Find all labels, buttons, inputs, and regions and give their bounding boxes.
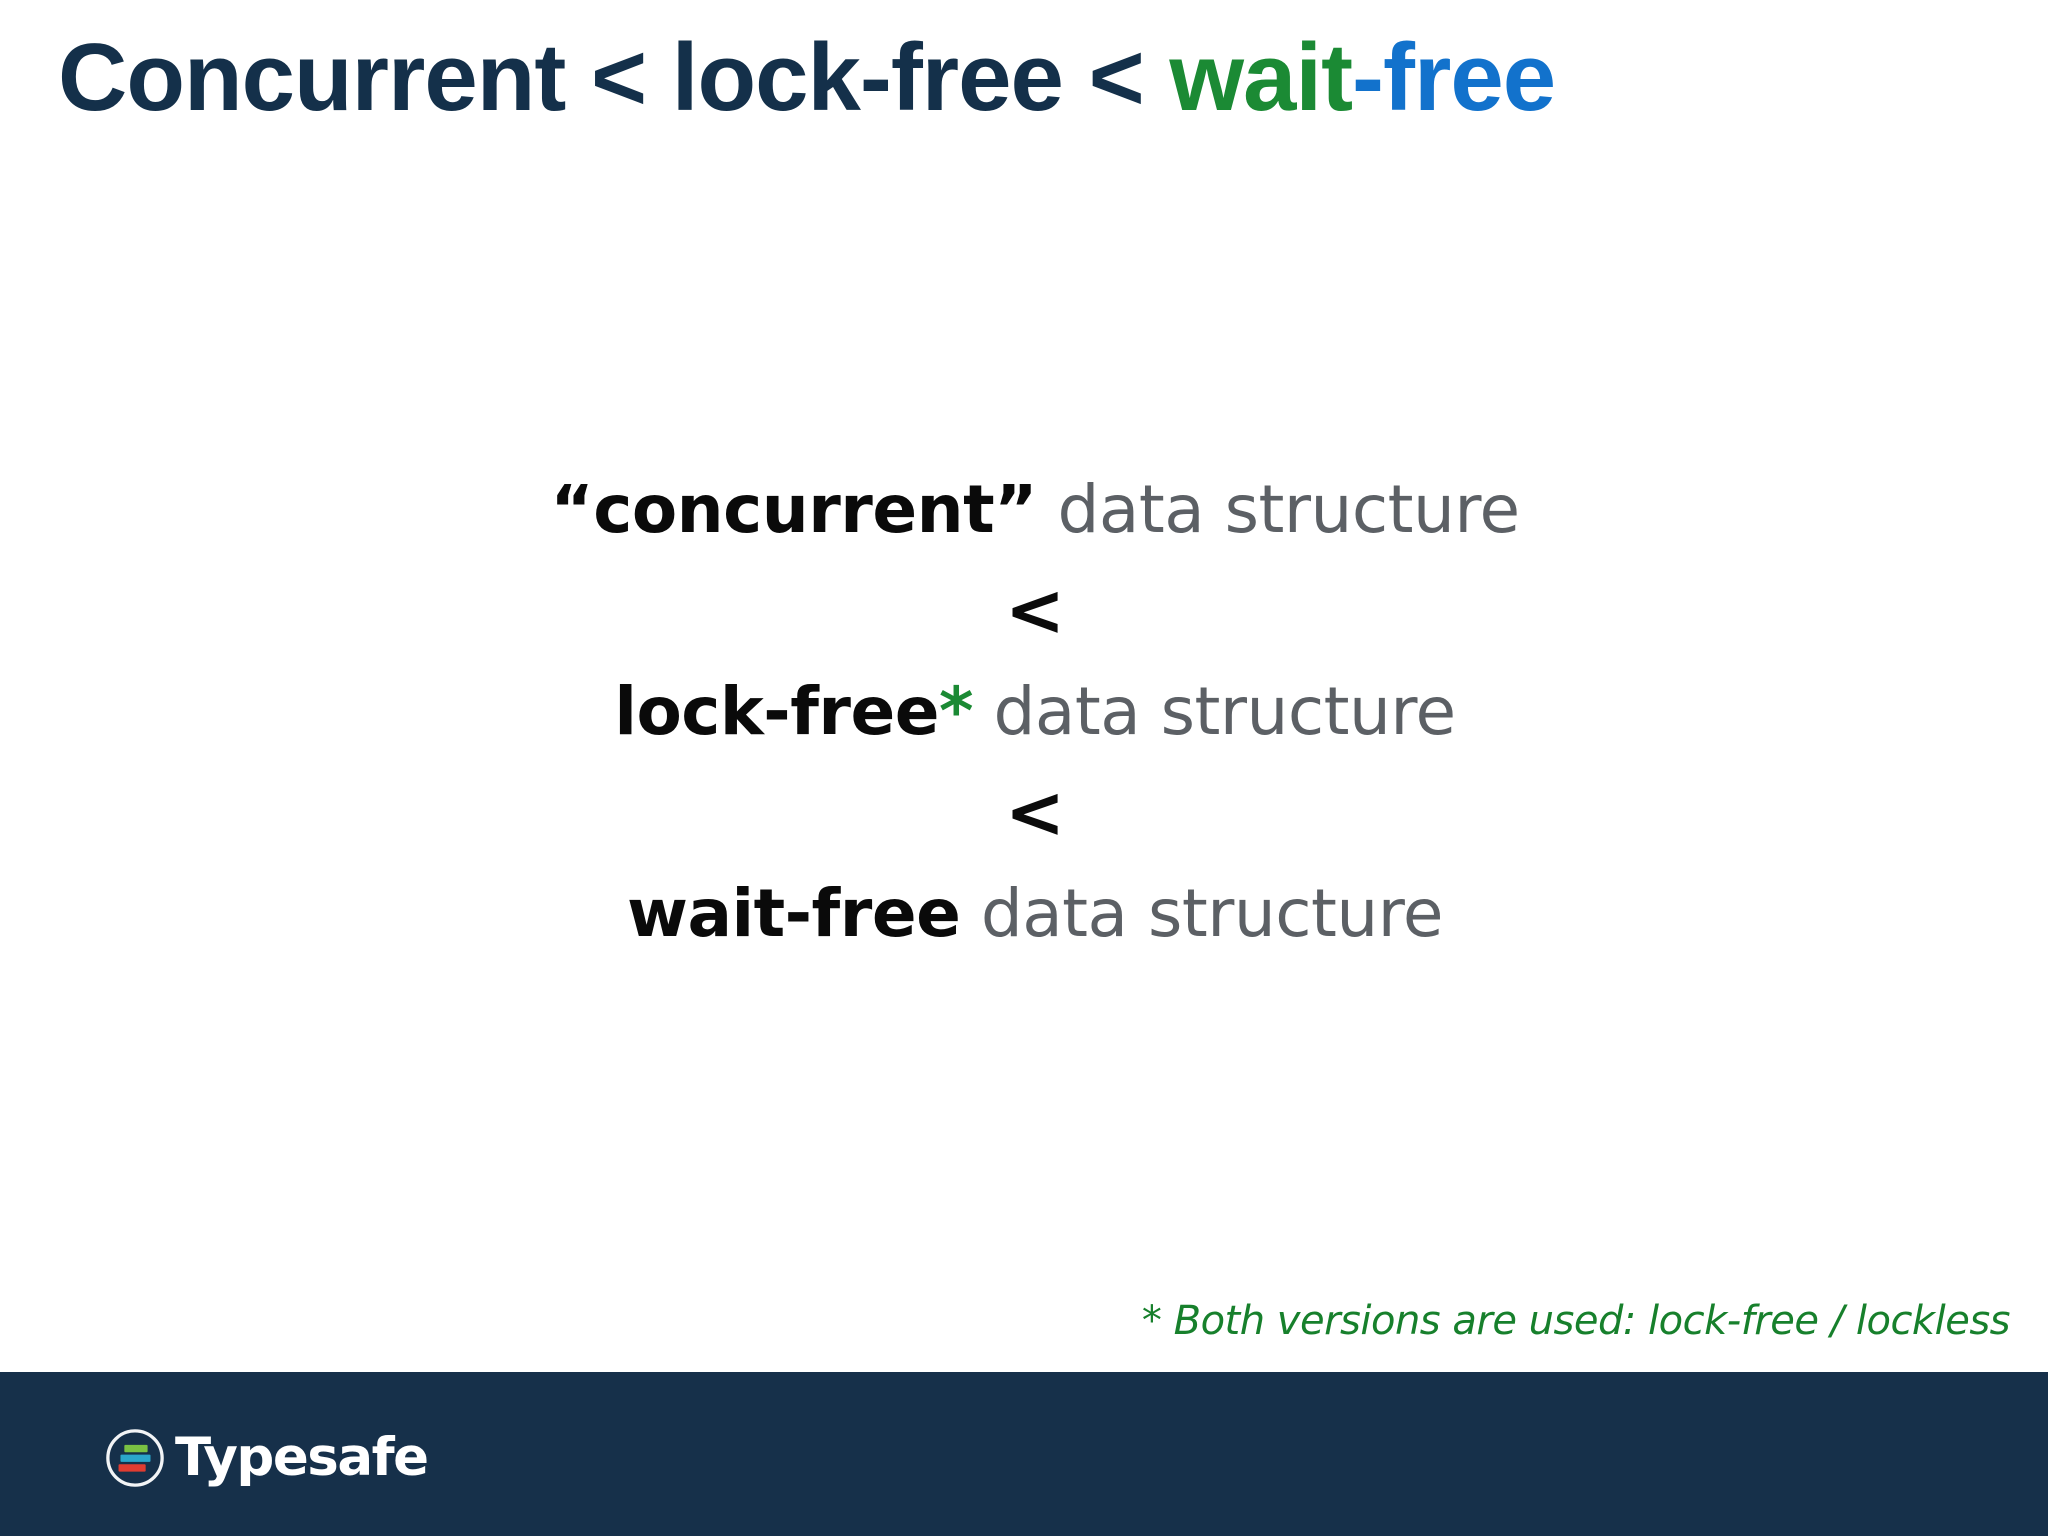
spacer-2 bbox=[0, 650, 2048, 672]
less-than-separator-2: < bbox=[1004, 770, 1066, 854]
hierarchy-line-lock-free: lock-free* data structure bbox=[0, 672, 2048, 752]
footnote: * Both versions are used: lock-free / lo… bbox=[1141, 1298, 2011, 1344]
term-wait-free: wait-free bbox=[626, 875, 961, 952]
typesafe-wordmark: Typesafe bbox=[175, 1427, 429, 1488]
footer-bar bbox=[0, 1372, 2048, 1536]
term-concurrent: “concurrent” bbox=[550, 471, 1038, 548]
hierarchy-line-wait-free: wait-free data structure bbox=[0, 874, 2048, 954]
spacer-1 bbox=[0, 550, 2048, 570]
hierarchy-line-concurrent: “concurrent” data structure bbox=[0, 470, 2048, 550]
term-lock-free-tail: data structure bbox=[973, 673, 1456, 750]
title-segment-free: -free bbox=[1352, 24, 1556, 131]
hierarchy-stack: “concurrent” data structure < lock-free*… bbox=[0, 470, 2048, 954]
typesafe-logo: Typesafe bbox=[104, 1427, 429, 1489]
page-title: Concurrent < lock-free < wait-free bbox=[58, 22, 1958, 134]
term-lock-free: lock-free bbox=[614, 673, 939, 750]
spacer-4 bbox=[0, 852, 2048, 874]
typesafe-bars-circle-icon bbox=[106, 1429, 164, 1487]
less-than-separator-1: < bbox=[1004, 568, 1066, 652]
term-wait-free-tail: data structure bbox=[960, 875, 1444, 952]
title-segment-wait: wait bbox=[1169, 24, 1353, 131]
title-segment-navy: Concurrent < lock-free < bbox=[58, 24, 1170, 131]
spacer-3 bbox=[0, 752, 2048, 772]
term-lock-free-star: * bbox=[939, 673, 974, 750]
term-concurrent-tail: data structure bbox=[1037, 471, 1521, 548]
